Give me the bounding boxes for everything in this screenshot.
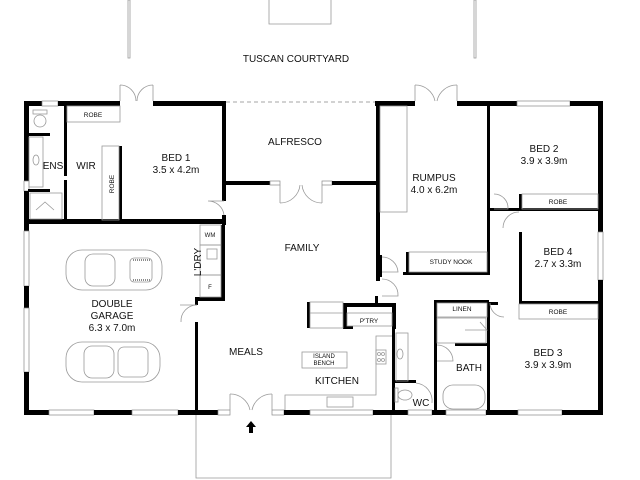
label-wir: WIR (76, 161, 95, 172)
room-labels: ROBE ROBE ENS WIR BED 1 3.5 x 4.2m ALFRE… (43, 112, 582, 409)
exterior-walls (23, 100, 604, 416)
courtyard-label: TUSCAN COURTYARD (243, 54, 349, 65)
label-island-1: ISLAND (313, 354, 335, 360)
label-rumpus-size: 4.0 x 6.2m (411, 185, 458, 196)
entry-arrow-icon (246, 421, 256, 433)
label-robe-bed1-top: ROBE (84, 112, 103, 119)
label-garage-1: DOUBLE (91, 299, 132, 310)
interior-walls (24, 101, 601, 414)
label-meals: MEALS (229, 347, 263, 358)
label-bed4-size: 2.7 x 3.3m (535, 259, 582, 270)
label-garage-size: 6.3 x 7.0m (89, 323, 136, 334)
label-bed2: BED 2 (530, 144, 559, 155)
label-robe-bed3: ROBE (549, 309, 568, 316)
island-bench (301, 351, 348, 369)
door-bed2 (493, 193, 509, 210)
door-bed1 (207, 200, 225, 216)
door-wc (415, 382, 433, 404)
label-ens: ENS (43, 161, 64, 172)
courtyard-outline (127, 0, 477, 59)
sink-icon (326, 396, 354, 408)
label-pantry: P'TRY (360, 318, 379, 325)
tub-icon (206, 248, 218, 260)
door-alfresco (279, 184, 323, 204)
label-kitchen: KITCHEN (315, 376, 359, 387)
label-robe-bed1-side: ROBE (109, 174, 116, 193)
label-bed1: BED 1 (162, 153, 191, 164)
car-icon (65, 249, 163, 291)
label-bed4: BED 4 (544, 247, 573, 258)
bathtub-icon (442, 384, 486, 410)
label-robe-bed2: ROBE (549, 199, 568, 206)
label-bath: BATH (456, 363, 482, 374)
cooktop-icon (375, 349, 387, 365)
door-entry (229, 393, 273, 411)
label-linen: LINEN (452, 306, 471, 313)
door-bed4 (502, 211, 520, 229)
label-wc: WC (413, 398, 430, 409)
label-bed1-size: 3.5 x 4.2m (153, 165, 200, 176)
basin-icon (396, 348, 404, 360)
doors (119, 84, 520, 411)
label-alfresco: ALFRESCO (268, 137, 322, 148)
label-fridge: F (208, 285, 212, 291)
basin-icon (32, 154, 40, 166)
label-laundry: L'DRY (193, 247, 204, 276)
car-icon (65, 341, 161, 383)
door-bath (436, 344, 454, 362)
door-rumpus (381, 278, 399, 297)
label-island-2: BENCH (313, 361, 334, 367)
label-family: FAMILY (285, 243, 320, 254)
label-wm: WM (205, 233, 216, 239)
fixtures (28, 105, 599, 479)
toilet-icon (33, 114, 47, 128)
label-garage-2: GARAGE (91, 311, 134, 322)
door-study (381, 256, 399, 273)
toilet-icon (397, 389, 413, 401)
label-rumpus: RUMPUS (412, 173, 456, 184)
label-study-nook: STUDY NOOK (430, 259, 474, 266)
label-bed3-size: 3.9 x 3.9m (525, 360, 572, 371)
door-bed3 (489, 302, 505, 318)
door-garage (180, 304, 198, 323)
label-bed2-size: 3.9 x 3.9m (521, 156, 568, 167)
label-bed3: BED 3 (534, 348, 563, 359)
door-rumpus-courtyard (414, 84, 458, 102)
door-bed1-courtyard (119, 84, 154, 102)
